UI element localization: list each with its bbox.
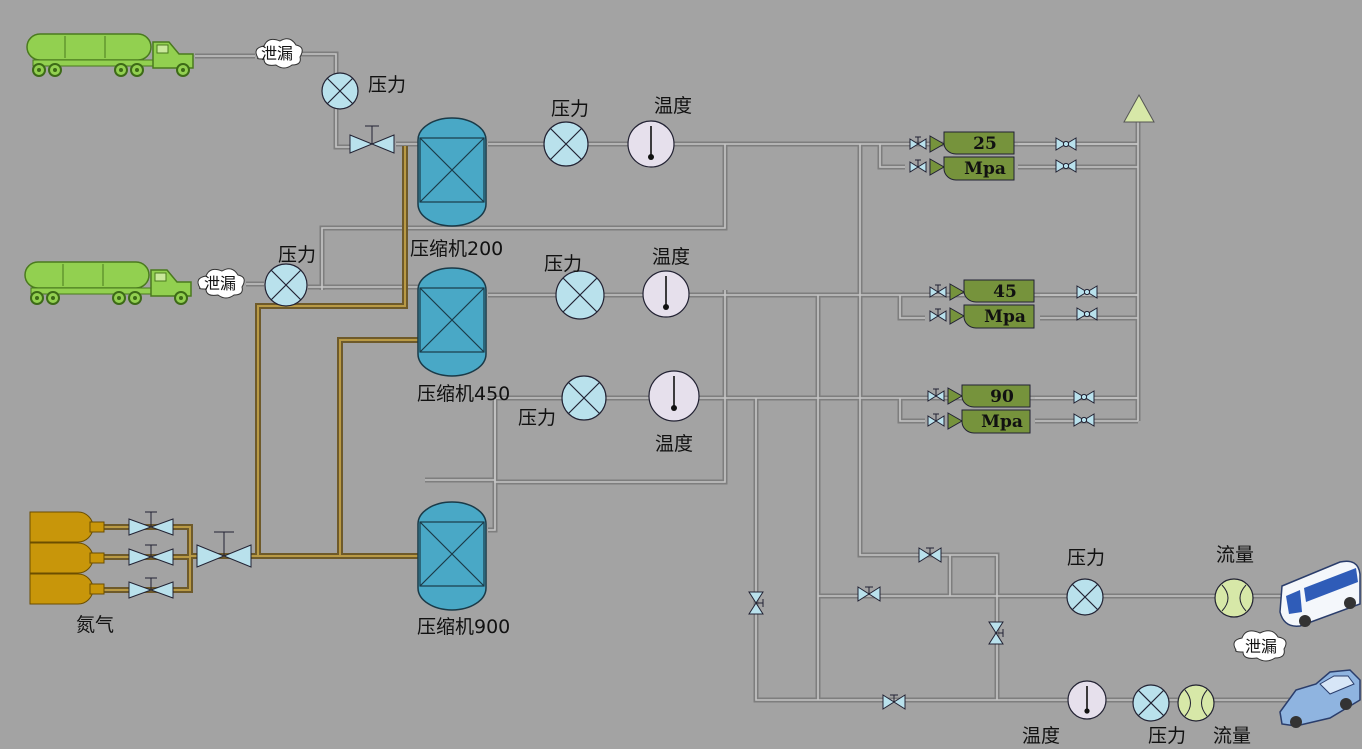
nitrogen-valve-3[interactable] — [128, 577, 174, 599]
leak-cloud-3: 泄漏 — [1233, 630, 1287, 662]
check-valve-45-b[interactable] — [929, 307, 965, 325]
outlet-valve-25-b[interactable] — [1055, 159, 1077, 173]
temperature-gauge-2[interactable] — [642, 270, 690, 318]
line-valve-3[interactable] — [882, 694, 906, 710]
compressor-450[interactable] — [417, 267, 487, 377]
outlet-valve-25-a[interactable] — [1055, 137, 1077, 151]
display-unit: Mpa — [984, 307, 1026, 327]
outlet-valve-90-a[interactable] — [1073, 390, 1095, 404]
flow-meters — [1177, 578, 1254, 722]
line-valve-1[interactable] — [918, 547, 942, 563]
pressure-label: 压力 — [368, 74, 406, 96]
pressure-gauge-7[interactable] — [1132, 684, 1170, 722]
leak-cloud-2: 泄漏 — [197, 268, 245, 299]
pressure-label: 压力 — [544, 253, 582, 275]
compressor-200[interactable] — [417, 117, 487, 227]
car-icon — [1279, 669, 1361, 728]
leak-label: 泄漏 — [261, 44, 293, 63]
temperature-gauge-3[interactable] — [648, 370, 700, 422]
tanker-truck-1 — [26, 33, 194, 77]
check-valve-25-b[interactable] — [909, 158, 945, 176]
check-valve-90-b[interactable] — [927, 412, 963, 430]
temperature-gauge-4[interactable] — [1067, 680, 1107, 720]
pipes — [195, 51, 1290, 703]
temperature-gauge-1[interactable] — [627, 120, 675, 168]
check-valve-45-a[interactable] — [929, 283, 965, 301]
pressure-label: 压力 — [551, 98, 589, 120]
temperature-label: 温度 — [654, 95, 692, 117]
flow-label: 流量 — [1216, 544, 1254, 566]
line-valve-vertical-1[interactable] — [748, 591, 764, 615]
valves — [128, 125, 1098, 710]
nitrogen-valve-1[interactable] — [128, 511, 174, 536]
temperature-label: 温度 — [655, 433, 693, 455]
compressor-900[interactable] — [417, 501, 487, 611]
temperature-gauges — [627, 120, 1107, 720]
leak-label: 泄漏 — [1245, 637, 1277, 656]
display-unit: Mpa — [981, 412, 1023, 432]
pressure-display-45: 45 Mpa — [963, 279, 1035, 329]
flow-meter-2[interactable] — [1177, 684, 1215, 722]
pressure-gauges — [264, 72, 1170, 722]
temperature-label: 温度 — [652, 246, 690, 268]
pressure-gauge-1[interactable] — [321, 72, 359, 110]
temperature-label: 温度 — [1022, 725, 1060, 747]
pressure-gauge-5[interactable] — [561, 375, 607, 421]
display-value: 45 — [993, 282, 1017, 302]
pressure-gauge-2[interactable] — [543, 121, 589, 167]
compressor-label: 压缩机900 — [417, 616, 510, 638]
pressure-display-25: 25 Mpa — [943, 131, 1015, 181]
line-valve-2[interactable] — [857, 586, 881, 602]
outlet-valve-90-b[interactable] — [1073, 413, 1095, 427]
nitrogen-label: 氮气 — [76, 614, 114, 636]
flow-meter-1[interactable] — [1214, 578, 1254, 618]
display-value: 25 — [973, 134, 997, 154]
vent-triangle-icon — [1123, 93, 1155, 123]
pressure-gauge-6[interactable] — [1066, 578, 1104, 616]
main-valve-nitrogen[interactable] — [196, 531, 252, 568]
compressor-label: 压缩机450 — [417, 383, 510, 405]
nitrogen-valve-2[interactable] — [128, 544, 174, 566]
compressor-label: 压缩机200 — [410, 238, 503, 260]
nitrogen-tanks — [29, 511, 105, 605]
labels: 压力 压力 温度 压缩机200 压力 压力 温度 压缩机450 压力 温度 压缩… — [76, 74, 1254, 747]
leak-cloud-1: 泄漏 — [255, 38, 303, 69]
pressure-label: 压力 — [278, 244, 316, 266]
flow-label: 流量 — [1213, 725, 1251, 747]
pressure-gauge-4[interactable] — [555, 270, 605, 320]
display-value: 90 — [990, 387, 1014, 407]
tanker-truck-2 — [24, 261, 192, 305]
pressure-display-90: 90 Mpa — [961, 384, 1031, 434]
leak-label: 泄漏 — [204, 274, 236, 293]
pressure-label: 压力 — [518, 407, 556, 429]
display-unit: Mpa — [964, 159, 1006, 179]
bus-icon — [1279, 560, 1361, 627]
main-valve-1[interactable] — [349, 125, 395, 154]
pressure-label: 压力 — [1148, 725, 1186, 747]
pressure-gauge-3[interactable] — [264, 263, 308, 307]
pressure-label: 压力 — [1067, 547, 1105, 569]
line-valve-vertical-2[interactable] — [988, 621, 1004, 645]
